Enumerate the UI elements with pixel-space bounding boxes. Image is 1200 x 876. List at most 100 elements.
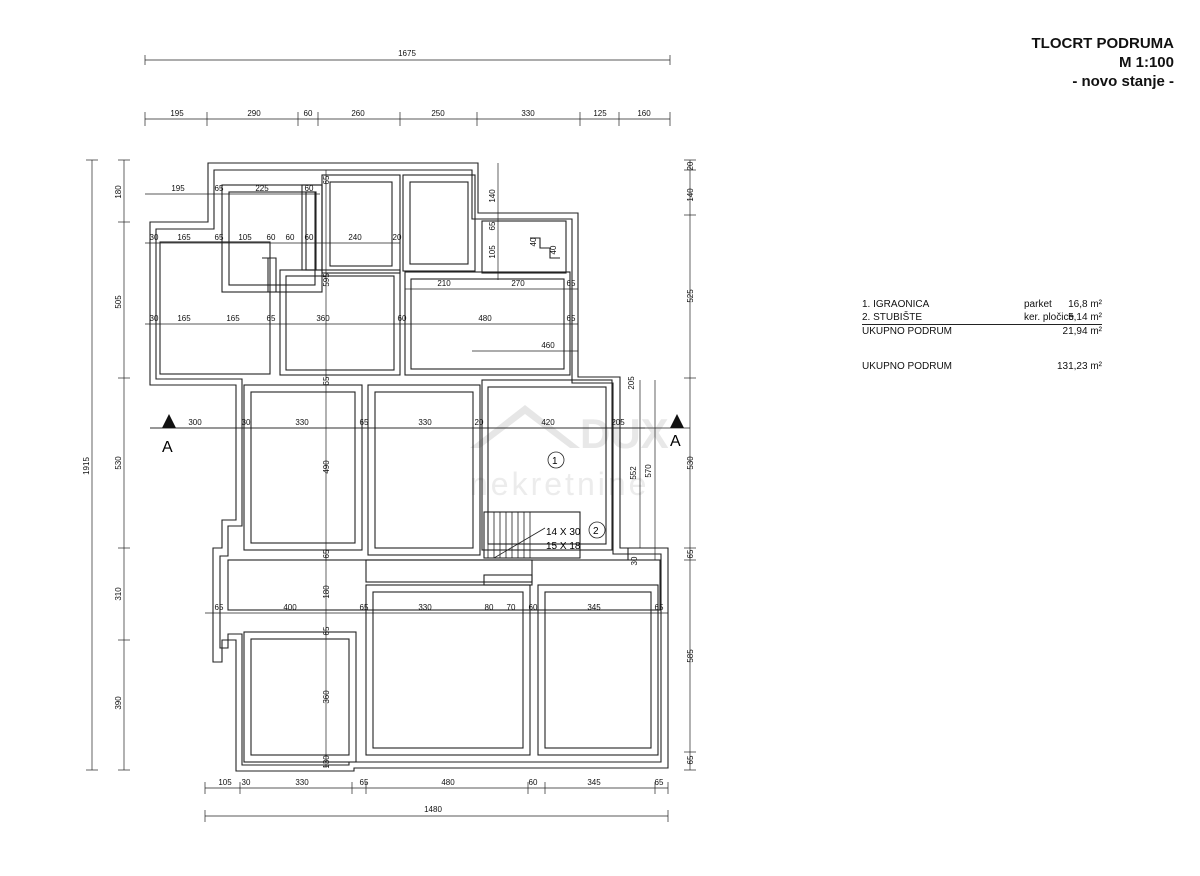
drawing-scale: M 1:100 bbox=[1118, 54, 1174, 71]
dim-row6: 330 bbox=[418, 603, 432, 612]
dim-row4: 480 bbox=[478, 314, 492, 323]
dim-row3: 65 bbox=[567, 279, 576, 288]
room-markers bbox=[547, 451, 606, 539]
stair-spec-treads: 14 X 30 bbox=[546, 527, 581, 538]
dim-inner: 130 bbox=[322, 755, 331, 769]
room-material: parket bbox=[1024, 299, 1052, 310]
section-label-right: A bbox=[670, 433, 681, 450]
dim-bottom: 30 bbox=[242, 778, 251, 787]
dim-inner: 140 bbox=[488, 189, 497, 203]
dim-section: 65 bbox=[360, 418, 369, 427]
dim-bottom: 330 bbox=[295, 778, 309, 787]
stair-spec-risers: 15 X 18 bbox=[546, 541, 581, 552]
walls bbox=[149, 162, 669, 772]
dim-inner: 65 bbox=[322, 549, 331, 558]
dimension-lines bbox=[86, 55, 696, 822]
dim-row2: 165 bbox=[177, 233, 191, 242]
dim-top: 125 bbox=[593, 109, 607, 118]
dim-row2: 60 bbox=[286, 233, 295, 242]
dim-row4: 165 bbox=[226, 314, 240, 323]
dim-right: 65 bbox=[686, 755, 695, 764]
dim-inner: 552 bbox=[629, 466, 638, 480]
dim-right: 140 bbox=[686, 188, 695, 202]
dim-row2: 30 bbox=[150, 233, 159, 242]
legend-row-total: UKUPNO PODRUM 131,23 m² bbox=[862, 360, 1102, 373]
dim-row2: 65 bbox=[215, 233, 224, 242]
dim-bottom: 65 bbox=[655, 778, 664, 787]
drawing-title-block: TLOCRT PODRUMA M 1:100 - novo stanje - bbox=[1032, 34, 1175, 91]
watermark: DUX nekretnine bbox=[470, 405, 669, 502]
dim-left: 390 bbox=[114, 696, 123, 710]
room-name: 2. STUBIŠTE bbox=[862, 312, 923, 323]
dim-row5: 460 bbox=[541, 341, 555, 350]
dim-inner: 40 bbox=[529, 237, 538, 246]
dim-bottom: 65 bbox=[360, 778, 369, 787]
dim-inner: 40 bbox=[549, 245, 558, 254]
dim-section: 420 bbox=[541, 418, 555, 427]
dim-row6: 70 bbox=[507, 603, 516, 612]
section-markers: A A bbox=[162, 414, 684, 456]
dim-section: 20 bbox=[475, 418, 484, 427]
section-arrow-right-icon bbox=[670, 414, 684, 428]
dim-row2: 240 bbox=[348, 233, 362, 242]
room-marker-2: 2 bbox=[593, 526, 599, 537]
legend-row-room-1: 1. IGRAONICA parket 16,8 m² bbox=[862, 298, 1102, 311]
dim-section: 300 bbox=[188, 418, 202, 427]
room-name: 1. IGRAONICA bbox=[862, 299, 930, 310]
dim-row6: 345 bbox=[587, 603, 601, 612]
dim-inner: 65 bbox=[322, 175, 331, 184]
dim-section: 330 bbox=[418, 418, 432, 427]
dim-left: 180 bbox=[114, 185, 123, 199]
dim-inner: 105 bbox=[488, 245, 497, 259]
dim-inner: 490 bbox=[322, 460, 331, 474]
dim-inner: 65 bbox=[488, 221, 497, 230]
subtotal-area: 21,94 m² bbox=[1062, 326, 1102, 337]
dim-row6: 80 bbox=[485, 603, 494, 612]
subtotal-label: UKUPNO PODRUM bbox=[862, 326, 953, 337]
watermark-house-icon bbox=[470, 405, 580, 448]
dim-left: 505 bbox=[114, 295, 123, 309]
dim-row1: 65 bbox=[215, 184, 224, 193]
dim-row4: 65 bbox=[267, 314, 276, 323]
dim-inner: 595 bbox=[322, 273, 331, 287]
dim-top: 260 bbox=[351, 109, 365, 118]
dim-row3: 270 bbox=[511, 279, 525, 288]
dim-top: 195 bbox=[170, 109, 184, 118]
dim-top: 290 bbox=[247, 109, 261, 118]
dim-inner: 360 bbox=[322, 690, 331, 704]
dim-row4: 60 bbox=[398, 314, 407, 323]
dim-bottom: 60 bbox=[529, 778, 538, 787]
watermark-sub-text: nekretnine bbox=[470, 466, 649, 502]
dim-row2: 105 bbox=[238, 233, 252, 242]
drawing-state: - novo stanje - bbox=[1072, 73, 1174, 90]
dim-right: 20 bbox=[686, 161, 695, 170]
room-area: 5,14 m² bbox=[1068, 312, 1102, 323]
dim-row1: 195 bbox=[171, 184, 185, 193]
section-arrow-left-icon bbox=[162, 414, 176, 428]
dim-bottom: 480 bbox=[441, 778, 455, 787]
dim-bottom: 345 bbox=[587, 778, 601, 787]
dim-bottom: 105 bbox=[218, 778, 232, 787]
dim-right: 585 bbox=[686, 649, 695, 663]
dim-section: 330 bbox=[295, 418, 309, 427]
dim-row3: 210 bbox=[437, 279, 451, 288]
dim-row4: 360 bbox=[316, 314, 330, 323]
dim-row2: 20 bbox=[393, 233, 402, 242]
dim-left: 530 bbox=[114, 456, 123, 470]
area-legend: 1. IGRAONICA parket 16,8 m² 2. STUBIŠTE … bbox=[862, 298, 1102, 373]
dim-row2: 60 bbox=[305, 233, 314, 242]
room-area: 16,8 m² bbox=[1068, 299, 1102, 310]
dim-inner: 570 bbox=[644, 464, 653, 478]
vertical-dimension-labels: 1915 180 505 530 310 390 20 140 525 530 … bbox=[82, 161, 695, 769]
dim-row6: 60 bbox=[529, 603, 538, 612]
dim-inner: 180 bbox=[322, 585, 331, 599]
dim-top: 250 bbox=[431, 109, 445, 118]
dim-right: 530 bbox=[686, 456, 695, 470]
dim-row6: 400 bbox=[283, 603, 297, 612]
section-label-left: A bbox=[162, 439, 173, 456]
dim-left: 310 bbox=[114, 587, 123, 601]
dim-right: 65 bbox=[686, 549, 695, 558]
dim-inner: 65 bbox=[322, 626, 331, 635]
dim-top: 160 bbox=[637, 109, 651, 118]
